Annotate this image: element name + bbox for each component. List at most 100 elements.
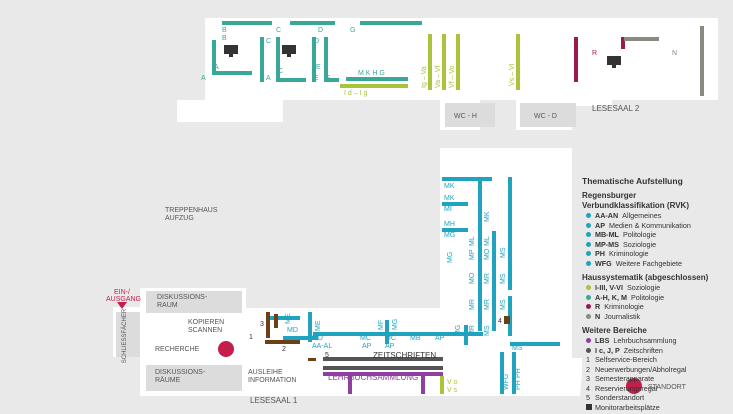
rvk-title-2: Verbundklassifikation (RVK) xyxy=(582,201,689,210)
legend-code: AA-AN xyxy=(595,211,619,220)
legend-code: MB-ML xyxy=(595,230,619,239)
legend-label: Kriminologie xyxy=(609,249,649,258)
shelf-mk xyxy=(442,177,492,181)
shelf-f xyxy=(324,78,339,82)
shelves-journalistik xyxy=(624,26,704,96)
label-ap2: AP xyxy=(362,343,372,350)
standort-legend-icon xyxy=(626,378,642,394)
label-5: 5 xyxy=(325,352,329,359)
shelves-lbs xyxy=(323,372,443,394)
legend-label: Medien & Kommunikation xyxy=(609,220,691,230)
shelf-zs-2 xyxy=(323,366,443,370)
shelf-c-2 xyxy=(276,37,280,82)
label-ms2: MS xyxy=(500,273,507,284)
label-mg3: MG xyxy=(455,325,462,336)
shelf-a-2 xyxy=(212,71,252,75)
shelf-vsvi xyxy=(516,34,520,90)
label-b: B xyxy=(222,27,227,34)
ausleihe-label: AUSLEIHE xyxy=(248,369,283,376)
legend-dot-icon xyxy=(586,241,591,247)
kopieren-label: KOPIEREN xyxy=(188,319,224,326)
monitor-icon xyxy=(586,404,592,411)
label-ms: MS xyxy=(500,247,507,258)
shelf-mo xyxy=(492,231,496,331)
legend-label: Reservierungsregal xyxy=(595,383,658,393)
wc-h-label: WC - H xyxy=(454,113,477,120)
shelf-mh xyxy=(442,228,468,232)
lesesaal-1-label: LESESAAL 1 xyxy=(250,396,298,405)
wc-h-room xyxy=(445,103,495,127)
label-ap3: AP xyxy=(385,343,395,350)
monitors xyxy=(224,45,621,68)
legend-code: PH xyxy=(595,249,605,258)
shelf-e xyxy=(324,37,328,82)
legend-code: I c, J, P xyxy=(595,345,620,355)
shelf-b-2 xyxy=(260,37,264,82)
label-2: 2 xyxy=(282,346,286,353)
legend-label: Selfservice-Bereich xyxy=(595,355,657,364)
shelf-labels-soziologie: I d – I g Ig – Va Va – Vf Vf – Vo Vs – V… xyxy=(344,63,516,394)
legend-label: Semesterapparate xyxy=(595,374,655,383)
shelf-c-3 xyxy=(276,78,306,82)
legend-number: 3 xyxy=(586,374,590,383)
lehrbuchsammlung-label: LEHRBUCHSAMMLUNG xyxy=(328,373,418,382)
label-d: D xyxy=(318,27,323,34)
label-mi: MI xyxy=(444,206,452,213)
label-ml2: ML xyxy=(484,236,491,246)
legend-code: A-H, K, M xyxy=(595,292,627,302)
shelf-mi xyxy=(442,202,468,206)
shelves-zeitschriften xyxy=(323,357,443,370)
legend-dot-icon xyxy=(586,347,591,353)
label-mg4: MG xyxy=(392,319,399,330)
shelf-ml xyxy=(478,177,482,251)
label-ph2: PH xyxy=(515,380,522,390)
label-r: R xyxy=(592,50,597,57)
label-mg: MG xyxy=(444,232,455,239)
legend-title: Thematische Aufstellung xyxy=(582,176,683,186)
label-ap: AP xyxy=(435,335,445,342)
shelf-lbs-3 xyxy=(421,374,425,394)
label-mkhg: M K H G xyxy=(358,70,385,77)
shelf-3 xyxy=(274,314,278,328)
label-wfg: WFG xyxy=(503,374,510,390)
treppenhaus-label: TREPPENHAUS xyxy=(165,207,218,214)
legend-dot-icon xyxy=(586,222,591,228)
weitere-title: Weitere Bereiche xyxy=(582,326,647,335)
shelf-md-2 xyxy=(270,316,300,320)
shelf-vs xyxy=(440,380,444,394)
legend-item: PH Kriminologie xyxy=(586,249,732,259)
label-c: C xyxy=(276,27,281,34)
schliessfaecher-label: SCHLIESSFÄCHER xyxy=(121,308,128,363)
label-4: 4 xyxy=(498,318,502,325)
shelf-igva xyxy=(428,34,432,90)
diskussionsraeume-label-1: DISKUSSIONS- xyxy=(155,369,206,376)
shelf-d xyxy=(312,37,316,82)
label-mo: MO xyxy=(484,248,491,260)
label-mf: MF xyxy=(378,320,385,330)
legend-label: Kriminologie xyxy=(604,302,644,311)
shelf-lbs-2 xyxy=(348,374,352,394)
legend-dot-icon xyxy=(586,260,591,266)
label-mp: MP xyxy=(469,249,476,260)
zeitschriften-label: ZEITSCHRIFTEN xyxy=(373,351,436,360)
shelf-r xyxy=(574,37,578,82)
monitor-legend-label: Monitorarbeitsplätze xyxy=(595,402,660,412)
label-ms3: MS xyxy=(500,299,507,310)
recherche-label: RECHERCHE xyxy=(155,346,200,353)
diskussionsraeume-label-2: RÄUME xyxy=(155,376,181,384)
shelf-ms-1 xyxy=(508,177,512,290)
shelf-mkhg xyxy=(346,77,408,81)
legend-dot-icon xyxy=(586,304,591,310)
shelf-labels-rvk: MK MK MI MH MG MG MK ML ML MP MO MO MR M… xyxy=(285,183,523,390)
legend-dot-icon xyxy=(586,285,591,291)
diskussionsraeume-room xyxy=(146,365,242,391)
legend-code: WFG xyxy=(595,258,612,268)
legend-dot-icon xyxy=(586,213,591,219)
legend-dot-icon xyxy=(586,294,591,300)
